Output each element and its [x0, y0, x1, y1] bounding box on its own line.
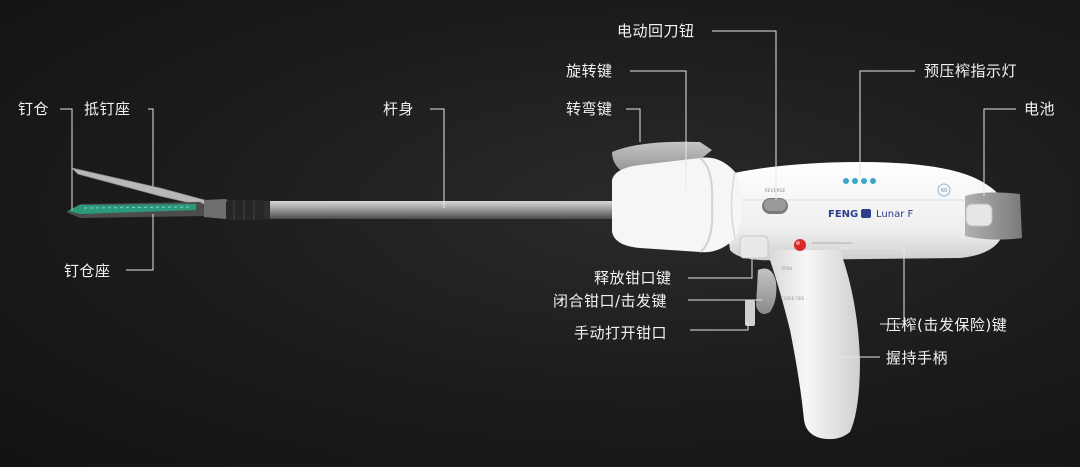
anvil-jaw [70, 167, 213, 209]
reverse-button[interactable] [762, 198, 788, 214]
label-compress-safety: 压榨(击发保险)键 [886, 316, 1008, 334]
brand-logo [861, 209, 871, 218]
label-cartridge-seat: 钉仓座 [64, 262, 111, 280]
leader-safety [808, 247, 905, 325]
label-manual-open: 手动打开钳口 [574, 324, 668, 342]
label-battery: 电池 [1024, 100, 1056, 118]
leader-indicator [859, 70, 915, 176]
label-shaft: 杆身 [383, 100, 415, 118]
leader-cartridge-seat [126, 214, 154, 271]
leader-release [688, 258, 753, 279]
leader-reverse [712, 30, 777, 200]
label-release-jaw: 释放钳口键 [594, 269, 672, 287]
battery-pack [965, 192, 1022, 240]
label-grip: 握持手柄 [886, 349, 949, 367]
leader-battery [983, 108, 1016, 196]
label-close-fire: 闭合钳口/击发键 [553, 292, 668, 310]
leader-anvil [148, 108, 154, 186]
label-anvil: 抵钉座 [84, 100, 131, 118]
leader-manual-open [690, 322, 749, 331]
label-electric-retract: 电动回刀钮 [617, 22, 695, 40]
shaft [264, 201, 620, 219]
safety-button[interactable] [794, 239, 806, 251]
leader-rotate [630, 70, 687, 190]
safety-label-line [812, 242, 852, 244]
size-badge [937, 183, 951, 197]
cartridge-jaw [66, 202, 214, 218]
label-articulation-knob: 转弯键 [566, 100, 613, 118]
indicator-lights [843, 178, 876, 184]
trigger-buttons[interactable] [739, 235, 777, 326]
size-badge-text: 60 [941, 188, 947, 194]
leader-articulation [626, 108, 641, 142]
leader-lines [60, 30, 1016, 358]
label-staple-cartridge: 钉仓 [18, 100, 50, 118]
handle-housing [612, 157, 1005, 440]
leader-shaft [430, 108, 445, 208]
leader-staple-cartridge [60, 108, 73, 210]
label-rotate-knob: 旋转键 [566, 62, 613, 80]
model-text: Lunar F [876, 209, 913, 220]
brand-text: FENG [828, 209, 858, 220]
reverse-button-text: REVERSE [765, 188, 786, 194]
label-precompress-indicator: 预压榨指示灯 [924, 62, 1018, 80]
close-fire-text: CLOSE FIRE [781, 296, 805, 301]
open-text: OPEN [781, 266, 792, 271]
jaw-neck [204, 199, 266, 220]
